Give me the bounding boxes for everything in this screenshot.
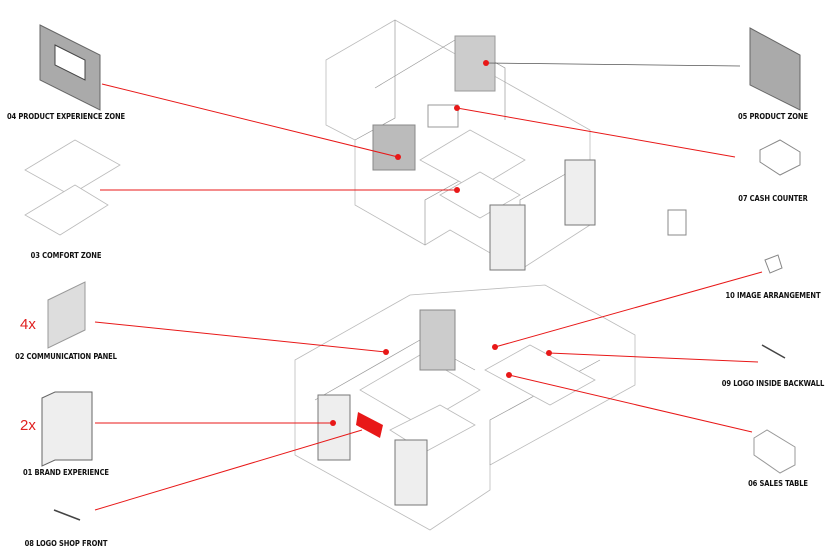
label-sales-table: 06 SALES TABLE <box>748 479 808 488</box>
upper-floor-plan <box>325 19 596 271</box>
label-comfort-zone: 03 COMFORT ZONE <box>30 251 102 260</box>
multiplier-brand-experience: 2x <box>20 417 36 434</box>
label-image-arrangement: 10 IMAGE ARRANGEMENT <box>725 291 821 300</box>
label-brand-experience: 01 BRAND EXPERIENCE <box>23 468 109 477</box>
component-thumbnails <box>24 24 801 521</box>
lower-floor-plan <box>294 284 636 531</box>
leader-lines <box>94 60 763 511</box>
label-logo-inside-backwall: 09 LOGO INSIDE BACKWALL <box>721 379 825 388</box>
multiplier-communication-panel: 4x <box>20 316 36 333</box>
label-product-experience-zone: 04 PRODUCT EXPERIENCE ZONE <box>6 112 126 121</box>
label-communication-panel: 02 COMMUNICATION PANEL <box>15 352 117 361</box>
label-cash-counter: 07 CASH COUNTER <box>738 194 808 203</box>
label-product-zone: 05 PRODUCT ZONE <box>738 112 808 121</box>
label-logo-shop-front: 08 LOGO SHOP FRONT <box>24 539 108 548</box>
